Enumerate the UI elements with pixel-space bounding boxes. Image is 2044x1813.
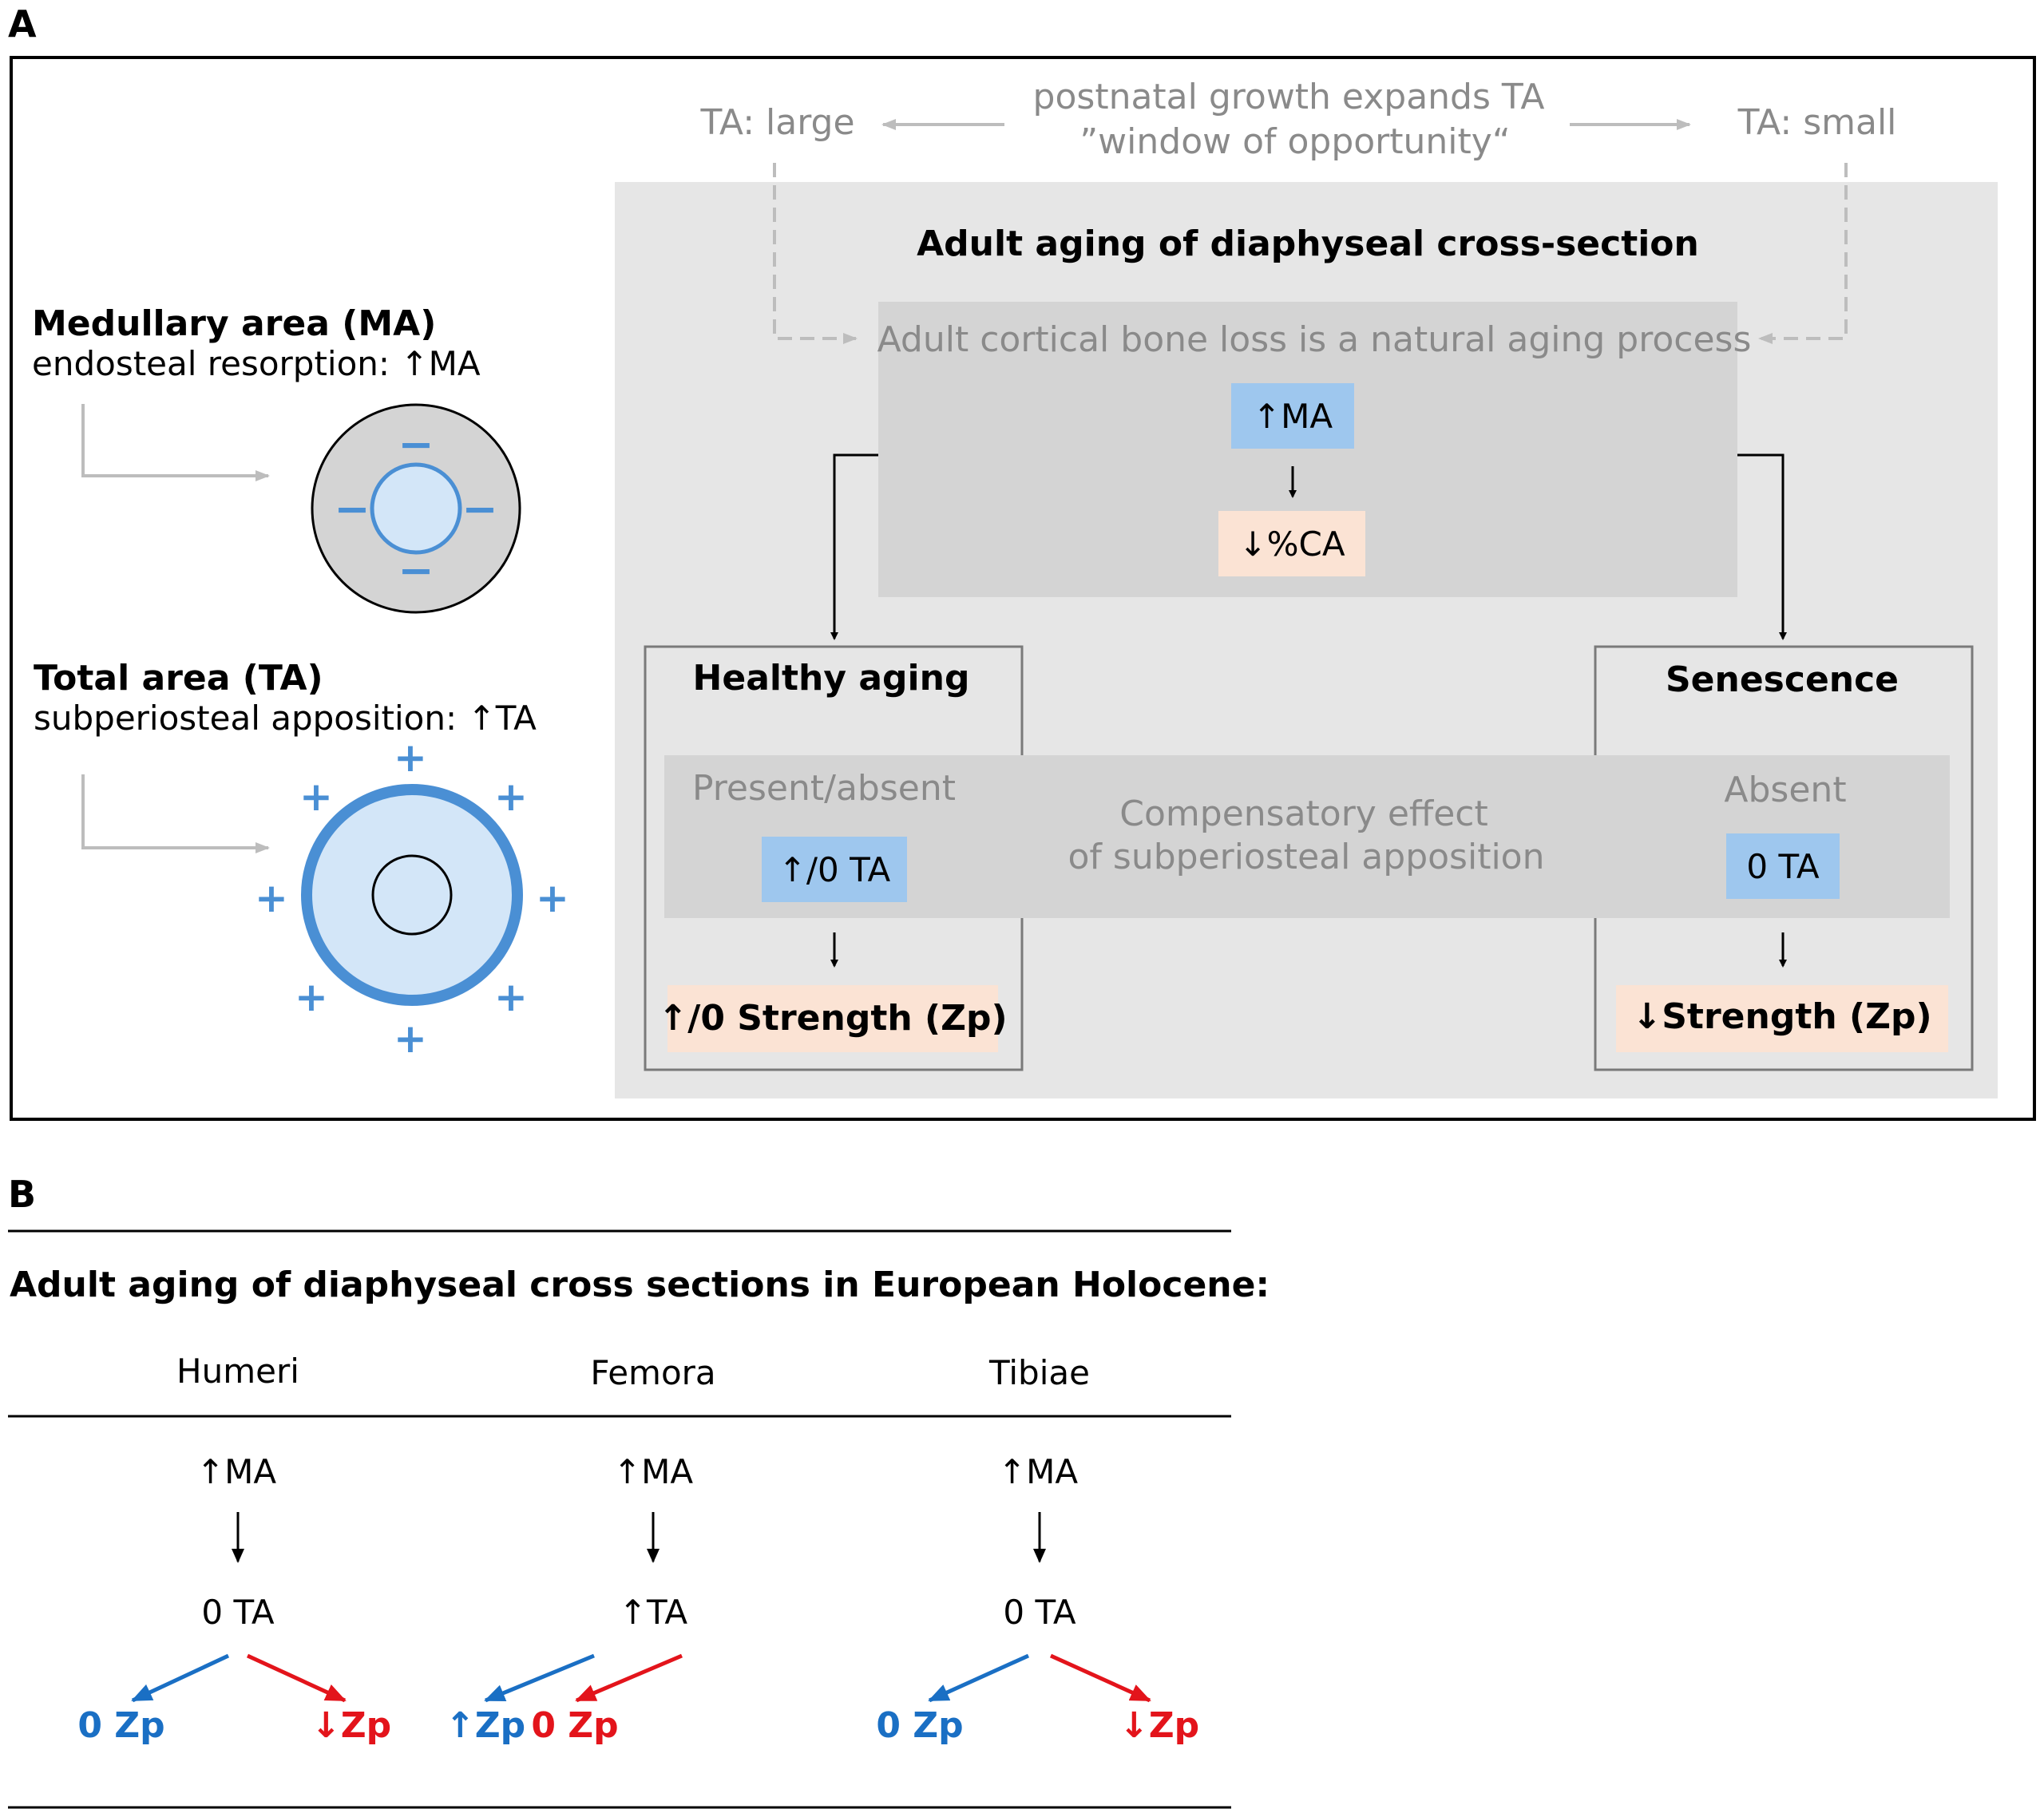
ma-pointer <box>81 404 270 481</box>
ta-subtext: subperiosteal apposition: ↑TA <box>34 699 537 738</box>
ma-heading: Medullary area (MA) <box>32 303 436 344</box>
up-ma-box <box>1231 383 1354 449</box>
growth-text-line1: postnatal growth expands TA <box>1033 77 1545 117</box>
blue-arrow-icon <box>484 1653 595 1703</box>
column-ta: ↑TA <box>619 1593 688 1632</box>
column-left-outcome: 0 Zp <box>77 1705 164 1746</box>
ma-subtext: endosteal resorption: ↑MA <box>32 344 481 383</box>
plus-sign-icon: + <box>394 734 427 781</box>
column-right-outcome: ↓Zp <box>1119 1705 1199 1746</box>
blue-arrow-icon <box>928 1653 1030 1703</box>
senescence-strength-label: ↓Strength (Zp) <box>1632 996 1931 1037</box>
down-ca-box <box>1218 511 1365 576</box>
ta-inner-circle <box>371 854 453 936</box>
red-arrow-icon <box>575 1653 683 1703</box>
plus-sign-icon: + <box>494 974 528 1020</box>
senescence-ta-box <box>1726 833 1840 899</box>
bone-loss-text: Adult cortical bone loss is a natural ag… <box>877 319 1752 360</box>
healthy-ta-box <box>762 837 907 902</box>
column-header: Tibiae <box>988 1353 1090 1392</box>
ta-outer-circle <box>301 784 523 1006</box>
adult-aging-title: Adult aging of diaphyseal cross-section <box>917 224 1699 264</box>
minus-sign-icon: − <box>461 484 497 534</box>
plus-sign-icon: + <box>536 875 569 921</box>
plus-sign-icon: + <box>494 774 528 820</box>
ma-inner-circle <box>370 462 462 555</box>
connector-to-healthy <box>830 453 878 640</box>
ta-pointer <box>81 774 270 853</box>
healthy-strength-label: ↑/0 Strength (Zp) <box>658 998 1007 1039</box>
blue-arrow-icon <box>131 1653 230 1703</box>
healthy-status: Present/absent <box>692 768 956 809</box>
plus-sign-icon: + <box>299 774 333 820</box>
column-header: Femora <box>590 1353 715 1392</box>
down-ca-label: ↓%CA <box>1238 525 1345 564</box>
panel-a-frame <box>10 56 2036 1121</box>
column-ta: 0 TA <box>201 1593 274 1632</box>
minus-sign-icon: − <box>398 545 434 596</box>
dashed-connector-left <box>773 163 858 344</box>
senescence-strength-box <box>1616 985 1948 1052</box>
column-ma: ↑MA <box>613 1452 693 1491</box>
up-ma-label: ↑MA <box>1253 397 1333 436</box>
healthy-aging-title: Healthy aging <box>693 658 970 699</box>
plus-sign-icon: + <box>394 1015 427 1062</box>
red-arrow-icon <box>246 1653 347 1703</box>
ta-large-label: TA: large <box>699 102 854 143</box>
healthy-strength-box <box>667 985 998 1052</box>
growth-text-line2: ”window of opportunity“ <box>1079 121 1510 162</box>
compensatory-line1: Compensatory effect <box>1119 794 1487 834</box>
panel-b-title: Adult aging of diaphyseal cross sections… <box>10 1265 1270 1305</box>
column-ma: ↑MA <box>998 1452 1078 1491</box>
minus-sign-icon: − <box>398 419 434 469</box>
panel-a-letter: A <box>8 2 37 46</box>
ta-heading: Total area (TA) <box>34 658 323 699</box>
plus-sign-icon: + <box>295 974 328 1020</box>
column-left-outcome: ↑Zp <box>446 1705 525 1746</box>
column-ma: ↑MA <box>196 1452 276 1491</box>
ta-small-label: TA: small <box>1737 102 1897 143</box>
senescence-ta-label: 0 TA <box>1746 847 1819 886</box>
senescence-status: Absent <box>1724 770 1846 810</box>
dashed-connector-right <box>1758 163 1848 344</box>
connector-to-senescence <box>1737 453 1787 640</box>
senescence-title: Senescence <box>1666 659 1899 700</box>
plus-sign-icon: + <box>255 875 288 921</box>
column-right-outcome: 0 Zp <box>531 1705 618 1746</box>
column-ta: 0 TA <box>1003 1593 1075 1632</box>
compensatory-line2: of subperiosteal apposition <box>1068 837 1545 877</box>
red-arrow-icon <box>1049 1653 1151 1703</box>
panel-b-letter: B <box>8 1173 36 1216</box>
minus-sign-icon: − <box>334 484 370 534</box>
column-left-outcome: 0 Zp <box>876 1705 963 1746</box>
healthy-ta-label: ↑/0 TA <box>778 850 891 889</box>
column-right-outcome: ↓Zp <box>311 1705 391 1746</box>
column-header: Humeri <box>176 1352 299 1391</box>
